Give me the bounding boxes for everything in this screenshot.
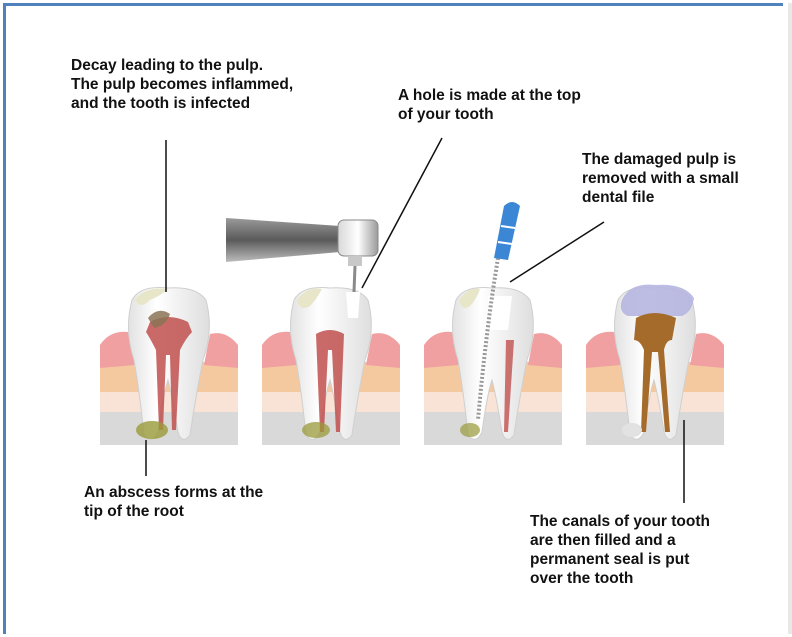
leader-file	[510, 222, 604, 282]
open-chamber	[488, 296, 512, 330]
tissue-band	[586, 390, 724, 412]
base-band	[586, 410, 724, 445]
label-hole: A hole is made at the top of your tooth	[398, 86, 581, 124]
base-band	[100, 410, 238, 445]
label-filled: The canals of your tooth are then filled…	[530, 512, 710, 588]
dental-drill	[226, 218, 378, 292]
panel-file	[424, 202, 562, 445]
label-abscess: An abscess forms at the tip of the root	[84, 483, 263, 521]
crown-seal	[621, 285, 694, 316]
tissue-band	[424, 390, 562, 412]
base-band	[424, 410, 562, 445]
access-hole	[346, 292, 360, 318]
healed-abscess	[622, 423, 642, 437]
abscess	[460, 423, 480, 437]
tissue-band	[262, 390, 400, 412]
base-band	[262, 410, 400, 445]
panel-filled	[586, 285, 724, 445]
label-decay: Decay leading to the pulp. The pulp beco…	[71, 56, 293, 113]
abscess	[136, 421, 168, 439]
abscess	[302, 422, 330, 438]
leader-hole	[362, 138, 442, 288]
tissue-band	[100, 390, 238, 412]
label-pulp-removed: The damaged pulp is removed with a small…	[582, 150, 739, 207]
panel-drill	[226, 218, 400, 445]
panel-decay	[100, 288, 238, 446]
